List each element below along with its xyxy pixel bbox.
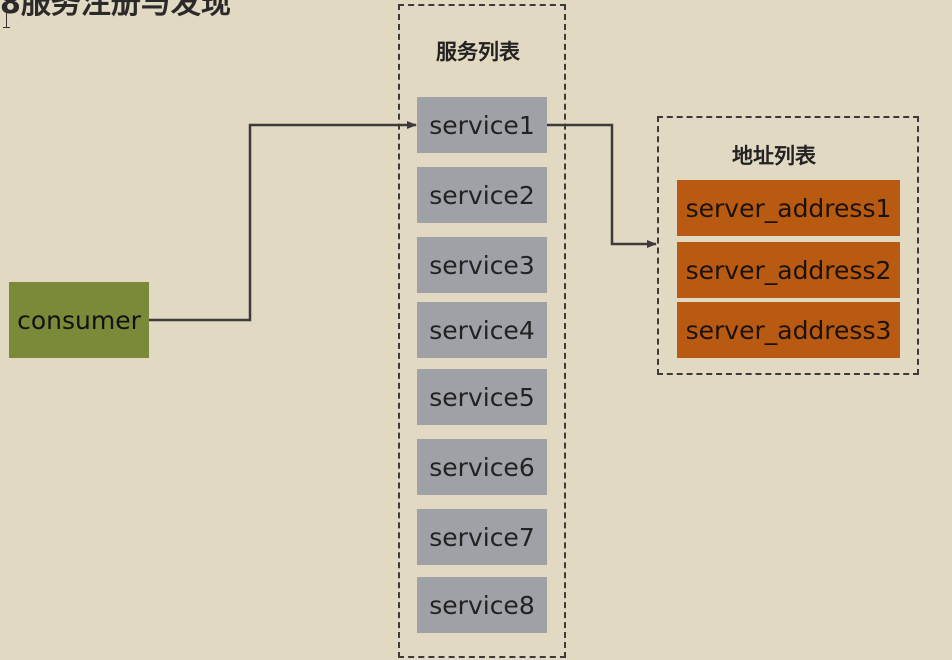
service-node[interactable]: service3 [417, 237, 547, 293]
address-node[interactable]: server_address1 [677, 180, 900, 236]
address-node[interactable]: server_address3 [677, 302, 900, 358]
service-node[interactable]: service2 [417, 167, 547, 223]
service-node[interactable]: service1 [417, 97, 547, 153]
text-cursor-icon [3, 10, 10, 28]
consumer-to-service1-arrow [149, 121, 417, 322]
address-list-container [657, 116, 919, 375]
address-node[interactable]: server_address2 [677, 242, 900, 298]
service-list-title: 服务列表 [436, 40, 520, 64]
service-node[interactable]: service7 [417, 509, 547, 565]
address-list-title: 地址列表 [732, 144, 816, 168]
page-title: 8服务注册与发现 [0, 0, 231, 21]
service-node[interactable]: service6 [417, 439, 547, 495]
consumer-node[interactable]: consumer [9, 282, 149, 358]
service-list-container [398, 4, 566, 658]
service-node[interactable]: service5 [417, 369, 547, 425]
service-node[interactable]: service8 [417, 577, 547, 633]
service-node[interactable]: service4 [417, 302, 547, 358]
